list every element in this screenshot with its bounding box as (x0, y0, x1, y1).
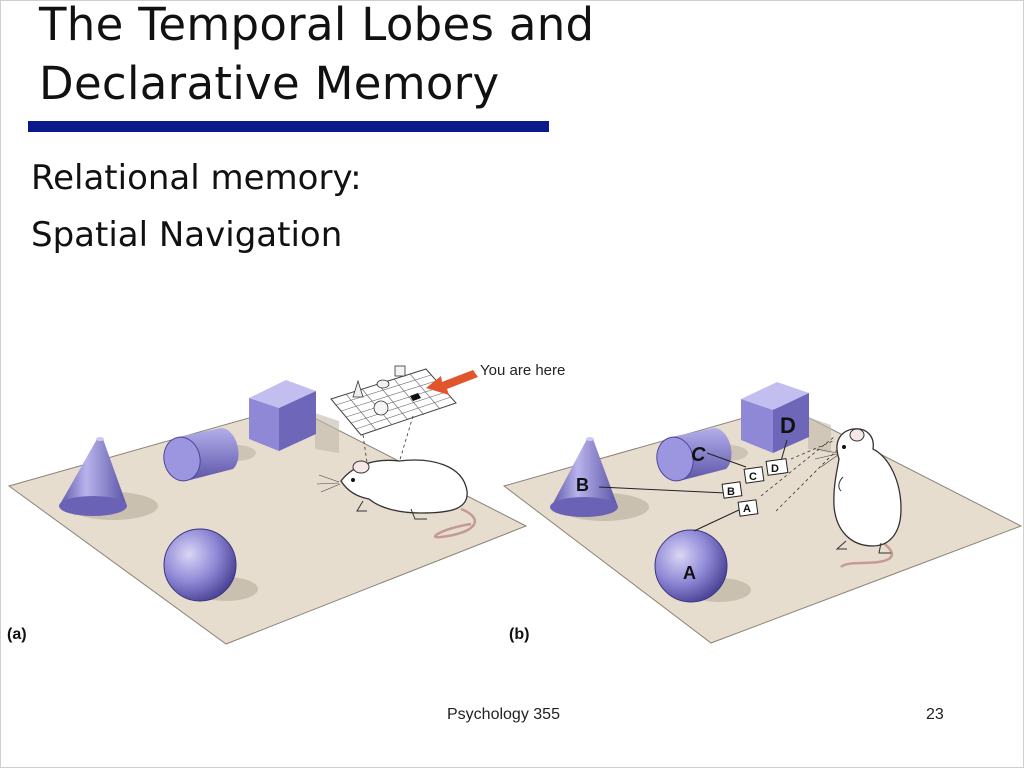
object-label-d: D (780, 413, 796, 438)
cone-object (59, 437, 158, 520)
you-are-here-arrow (426, 370, 478, 395)
body-line-2: Spatial Navigation (31, 215, 343, 255)
title-line-2: Declarative Memory (39, 57, 500, 110)
footer-page-number: 23 (926, 706, 944, 723)
rat-b (814, 428, 902, 568)
object-label-b: B (576, 475, 589, 495)
title-underline (28, 121, 549, 132)
you-are-here-label: You are here (480, 362, 565, 379)
cylinder-object-c: C (656, 427, 748, 482)
marker-label-a: A (743, 503, 751, 515)
sphere-object (163, 528, 258, 602)
relational-markers: B A C D (598, 436, 839, 532)
spatial-navigation-figure: You are here (a) (7, 362, 1023, 645)
panel-a: You are here (a) (7, 362, 565, 645)
cone-object-b: B (550, 437, 649, 521)
rat-a (316, 459, 476, 539)
mental-map-grid: You are here (330, 362, 565, 477)
sphere-object-a: A (654, 529, 751, 603)
footer-course: Psychology 355 (447, 706, 560, 723)
title-line-1: The Temporal Lobes and (39, 0, 595, 51)
marker-c: C (743, 466, 765, 484)
panel-b: B C D A (502, 382, 1023, 644)
object-label-a: A (683, 563, 696, 583)
marker-label-d: D (771, 463, 779, 475)
cylinder-object (163, 427, 256, 482)
slide-title: The Temporal Lobes and Declarative Memor… (39, 0, 759, 113)
marker-d: D (765, 458, 789, 476)
body-line-1: Relational memory: (31, 158, 362, 198)
marker-label-c: C (749, 471, 757, 483)
marker-b: B (721, 481, 743, 499)
marker-label-b: B (727, 486, 735, 498)
marker-a: A (737, 499, 759, 517)
cube-object (249, 380, 339, 453)
panel-a-label: (a) (7, 626, 27, 643)
panel-b-label: (b) (509, 626, 529, 643)
cube-object-d: D (741, 382, 831, 453)
object-label-c: C (691, 444, 706, 466)
